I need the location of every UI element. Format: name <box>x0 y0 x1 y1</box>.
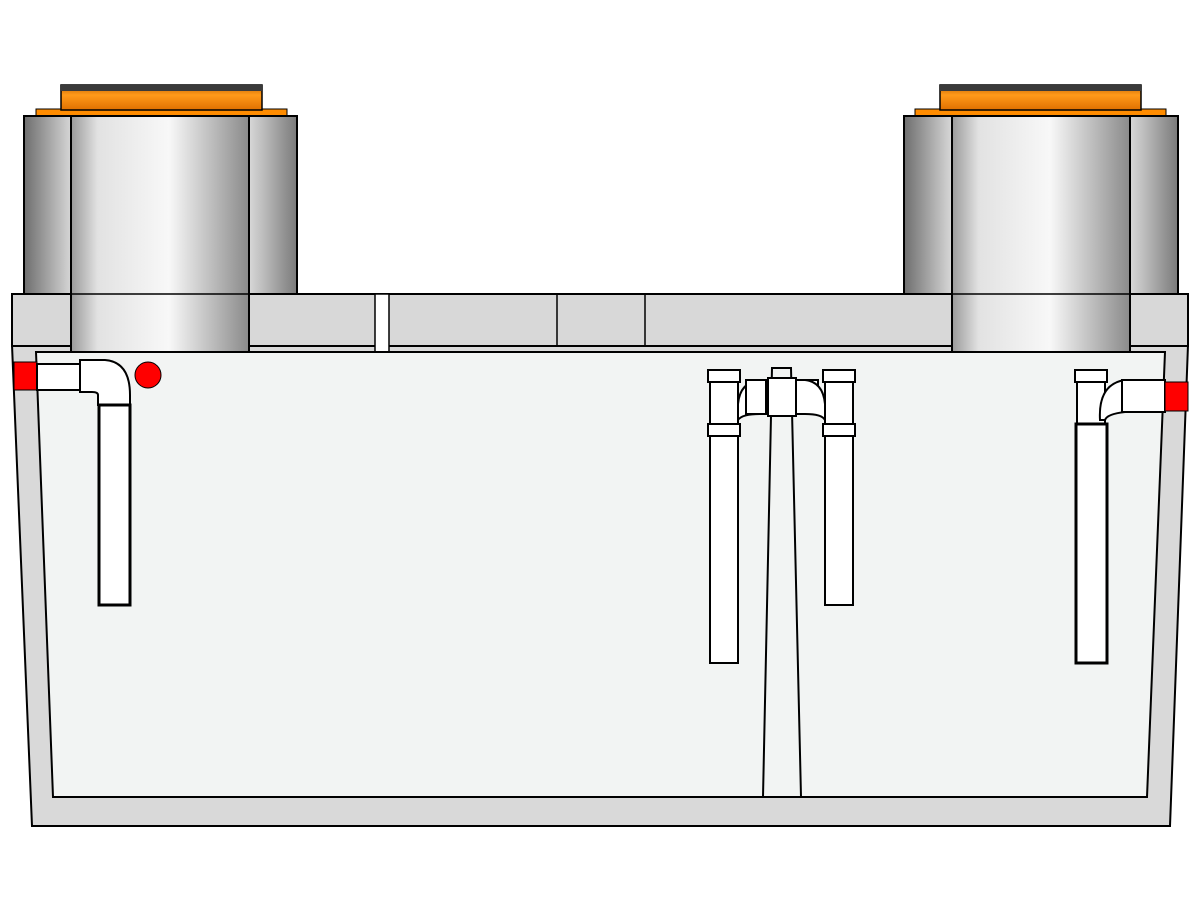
center-baffle <box>761 367 803 798</box>
outlet-seal <box>1164 381 1189 412</box>
inlet-pipe <box>36 359 132 607</box>
transfer-pipes <box>707 369 856 664</box>
lid-slab-gap <box>374 293 390 353</box>
right-riser <box>903 84 1179 353</box>
marker-dot <box>134 361 162 389</box>
tank-interior <box>34 351 1167 798</box>
left-riser <box>23 84 298 353</box>
inlet-seal <box>13 361 38 391</box>
outlet-pipe <box>1074 369 1166 665</box>
